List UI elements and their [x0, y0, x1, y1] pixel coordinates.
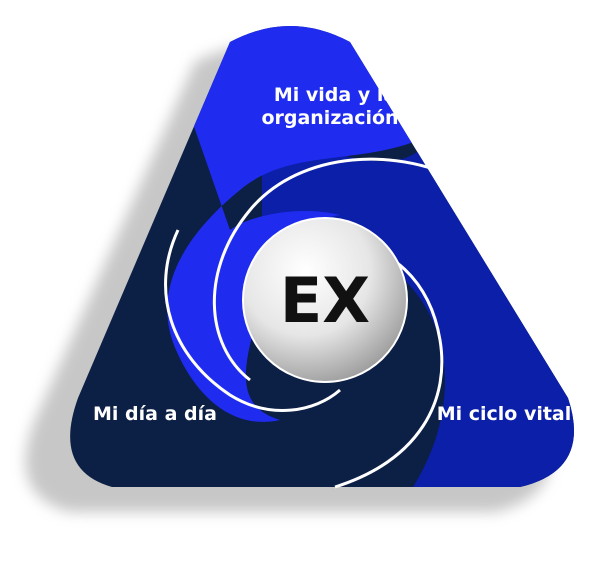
segment-left-label: Mi día a día: [93, 403, 217, 425]
segment-top-label-line1: Mi vida y la: [274, 84, 396, 106]
divider-swirl-top: [212, 157, 471, 382]
segment-right-label: Mi ciclo vital: [437, 403, 572, 425]
segment-top-shape: [150, 26, 460, 422]
segment-top-label-line2: organización: [261, 107, 398, 129]
center-circle: [242, 217, 408, 383]
divider-swirl-left: [164, 229, 341, 412]
center-label: EX: [280, 264, 370, 337]
